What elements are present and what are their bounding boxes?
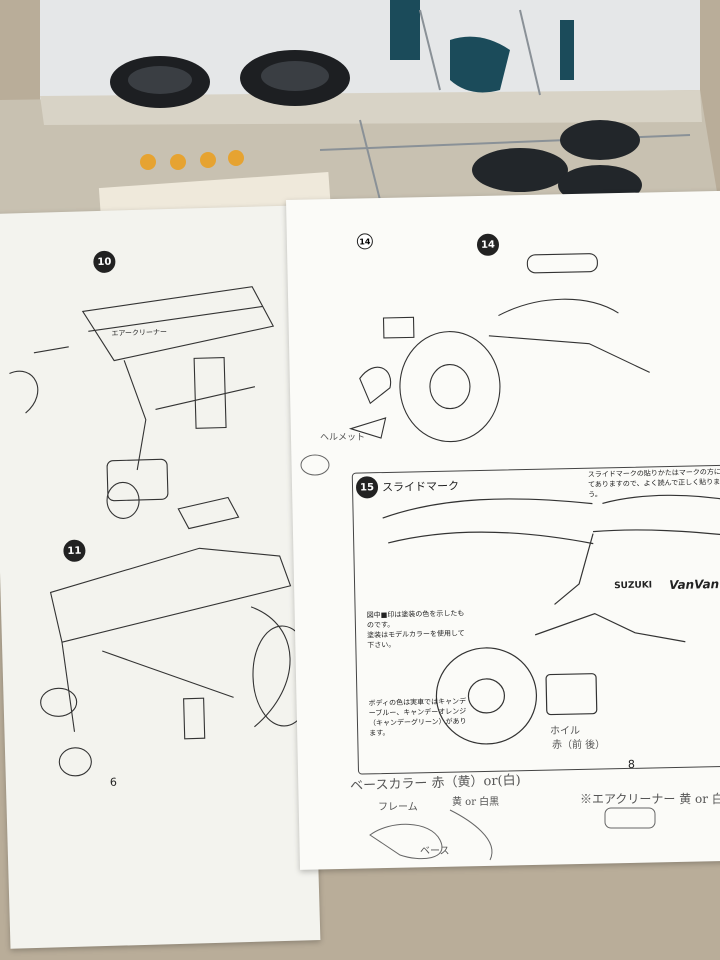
handwritten-helmet: ヘルメット xyxy=(320,433,366,443)
air-cleaner-label: エアークリーナー xyxy=(111,328,168,338)
handwritten-frame-color: 黄 or 白黒 xyxy=(452,797,500,808)
step-10-diagram xyxy=(9,286,275,530)
handwritten-wheel: ホイル xyxy=(550,726,580,737)
paint-note-2: 塗装はモデルカラーを使用して下さい。 xyxy=(367,629,465,650)
step-14-diagram xyxy=(348,253,650,443)
instruction-sheet-right: 14 14 15 スライドマーク スライドマークの貼りかたはマークの方に書いてあ… xyxy=(286,190,720,870)
body-color-note: ボディの色は実車ではキャンデーブルー、キャンデーオレンジ（キャンデーグリーン）が… xyxy=(368,697,467,738)
handwritten-base: ベース xyxy=(420,846,450,857)
handwritten-wheel-color: 赤（前 後） xyxy=(552,740,606,751)
suzuki-logo-text: SUZUKI xyxy=(614,580,653,592)
step-15-diagram xyxy=(382,494,720,745)
step-11-diagram xyxy=(40,547,307,777)
paint-note: 図中■印は塗装の色を示したものです。 xyxy=(366,609,465,630)
handwritten-air-cleaner: ※エアクリーナー 黄 or 白黒 xyxy=(580,792,720,806)
handwritten-frame: フレーム xyxy=(378,802,418,813)
vanvan-logo-text: VanVan xyxy=(669,577,720,593)
right-page-number: 8 xyxy=(627,757,636,771)
left-page-number: 6 xyxy=(109,775,118,789)
instruction-sheet-left: 10 11 エアークリーナー 6 xyxy=(0,205,321,949)
